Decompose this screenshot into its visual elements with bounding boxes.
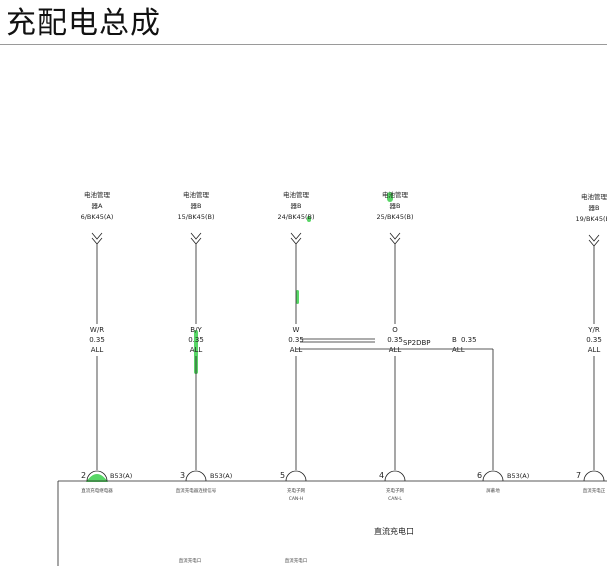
wire-color: Y/R <box>587 326 600 334</box>
ecu-name: 电池管理 <box>581 192 607 201</box>
signal-name: 直流充电器连接信号 <box>176 487 217 494</box>
pin-arcs <box>86 470 605 482</box>
ecu-header-col1: 电池管理 器A 6/BK45(A) <box>81 190 114 221</box>
signal-detail: CAN-H <box>289 496 304 502</box>
ecu-name: 电池管理 <box>84 190 111 199</box>
ecu-sub: 器B <box>291 202 302 210</box>
pin-number: 4 <box>379 471 384 480</box>
ecu-header-col6: 电池管理 器B 19/BK45(B) <box>576 192 607 223</box>
page-title: 充配电总成 <box>6 6 161 41</box>
wire-label-col3: W 0.35 ALL <box>288 326 304 354</box>
wire-gauge: 0.35 <box>586 336 602 344</box>
wire-variant: ALL <box>389 346 402 354</box>
pin-number: 2 <box>81 471 86 480</box>
pin-number: 5 <box>280 471 285 480</box>
title-divider <box>0 44 607 45</box>
ecu-pin-ref: 19/BK45(B) <box>576 215 607 223</box>
ecu-pin-ref: 24/BK45(B) <box>278 213 315 221</box>
highlight-marks <box>86 192 393 482</box>
wire-variant: ALL <box>290 346 303 354</box>
ecu-pin-ref: 25/BK45(B) <box>377 213 414 221</box>
signal-name: 充电子网 <box>386 487 404 494</box>
wire-gauge: 0.35 <box>288 336 304 344</box>
ecu-name: 电池管理 <box>382 190 409 199</box>
wire-gauge: 0.35 <box>461 336 477 344</box>
wire-label-col4: O 0.35 ALL <box>387 326 403 354</box>
ecu-pin-ref: 6/BK45(A) <box>81 213 114 221</box>
wire-label-col6: Y/R 0.35 ALL <box>586 326 602 354</box>
wire-variant: ALL <box>588 346 601 354</box>
splice-label: SP2DBP <box>403 339 431 347</box>
signal-detail: CAN-L <box>388 496 402 502</box>
wire-variant: ALL <box>91 346 104 354</box>
signal-labels: 直流充电继电器 直流充电器连接信号 充电子网 CAN-H 充电子网 CAN-L … <box>81 487 605 502</box>
wire-color: W/R <box>90 326 104 334</box>
pin-labels: 2 B53(A) 3 B53(A) 5 4 6 B53(A) 7 <box>81 471 581 480</box>
pin-number: 6 <box>477 471 482 480</box>
pin-number: 7 <box>576 471 581 480</box>
signal-name: 屏蔽地 <box>486 487 500 494</box>
signal-name: 直流充电正 <box>583 487 606 494</box>
signal-name: 充电子网 <box>287 487 305 494</box>
bottom-label: 直流充电口 <box>285 557 308 564</box>
wire-color: O <box>392 326 398 334</box>
wire-gauge: 0.35 <box>188 336 204 344</box>
port-label: 直流充电口 <box>374 526 414 536</box>
wire-label-col1: W/R 0.35 ALL <box>89 326 105 354</box>
wire-gauge: 0.35 <box>89 336 105 344</box>
ecu-header-col2: 电池管理 器B 15/BK45(B) <box>178 190 215 221</box>
ecu-sub: 器B <box>191 202 202 210</box>
connector-id: B53(A) <box>210 472 232 480</box>
wire-gauge: 0.35 <box>387 336 403 344</box>
signal-name: 直流充电继电器 <box>81 487 113 494</box>
wire-label-col2: B/Y 0.35 ALL <box>188 326 204 354</box>
ecu-header-col4: 电池管理 器B 25/BK45(B) <box>377 190 414 221</box>
ecu-sub: 器B <box>589 204 600 212</box>
ecu-sub: 器A <box>92 202 104 210</box>
ecu-name: 电池管理 <box>183 190 210 199</box>
ecu-sub: 器B <box>390 202 401 210</box>
wire-color: B/Y <box>190 326 202 334</box>
connector-id: B53(A) <box>110 472 132 480</box>
ecu-header-col3: 电池管理 器B 24/BK45(B) <box>278 190 315 221</box>
connector-symbols <box>91 232 600 252</box>
connector-id: B53(A) <box>507 472 529 480</box>
wire-color: B <box>452 336 457 344</box>
wire-variant: ALL <box>190 346 203 354</box>
ecu-pin-ref: 15/BK45(B) <box>178 213 215 221</box>
wires <box>57 250 607 566</box>
pin-number: 3 <box>180 471 185 480</box>
wire-color: W <box>293 326 300 334</box>
bottom-label: 直流充电口 <box>179 557 202 564</box>
ecu-name: 电池管理 <box>283 190 310 199</box>
wire-label-col5: B 0.35 ALL <box>452 336 477 354</box>
wire-variant: ALL <box>452 346 465 354</box>
